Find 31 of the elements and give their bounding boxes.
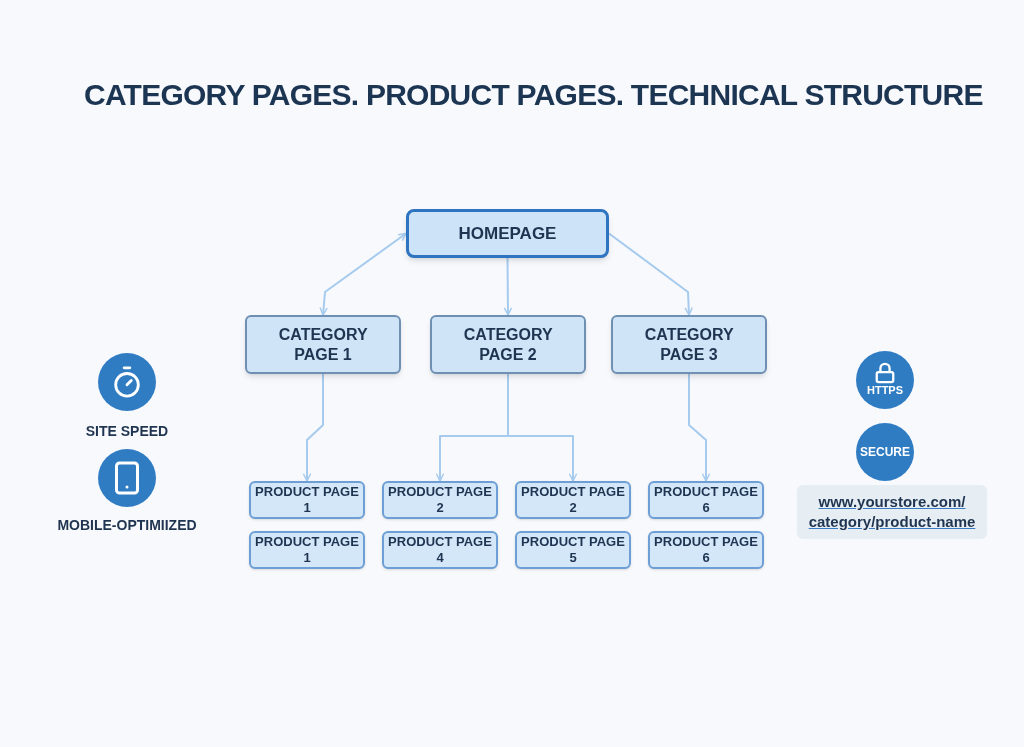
node-text: PRODUCT PAGE 1 xyxy=(254,533,360,567)
node-text: PRODUCT PAGE 2 xyxy=(520,483,626,517)
category-box xyxy=(611,315,767,374)
arrow xyxy=(319,232,407,316)
node-text: PRODUCT PAGE 5 xyxy=(520,533,626,567)
node-text: PRODUCT PAGE 6 xyxy=(653,533,759,567)
feature-label: SITE SPEED xyxy=(85,422,169,441)
homepage-box xyxy=(406,209,609,258)
node-text: HOMEPAGE xyxy=(457,222,558,245)
https-badge xyxy=(856,351,914,409)
node-text: PRODUCT PAGE 1 xyxy=(254,483,360,517)
category-box xyxy=(430,315,586,374)
title: CATEGORY PAGES. PRODUCT PAGES. TECHNICAL STRUCTURE xyxy=(84,77,983,113)
arrow xyxy=(507,373,578,482)
feature-label: MOBILE-OPTIMIIZED xyxy=(57,516,197,535)
node-text: CATEGORY PAGE 3 xyxy=(643,324,735,365)
arrow xyxy=(503,257,513,316)
node-text: CATEGORY PAGE 2 xyxy=(462,324,554,365)
node-text: CATEGORY PAGE 1 xyxy=(277,324,369,365)
url-box xyxy=(797,485,987,539)
arrow xyxy=(608,232,693,316)
arrow xyxy=(688,373,711,482)
node-text: SECURE xyxy=(859,444,911,460)
node-text: PRODUCT PAGE 2 xyxy=(387,483,493,517)
node-text: HTTPS xyxy=(865,384,905,398)
secure-badge xyxy=(856,423,914,481)
url-link: www.yourstore.com/ category/product-name xyxy=(807,491,977,532)
arrow xyxy=(302,373,324,482)
node-text: PRODUCT PAGE 6 xyxy=(653,483,759,517)
node-text: PRODUCT PAGE 4 xyxy=(387,533,493,567)
category-box xyxy=(245,315,401,374)
